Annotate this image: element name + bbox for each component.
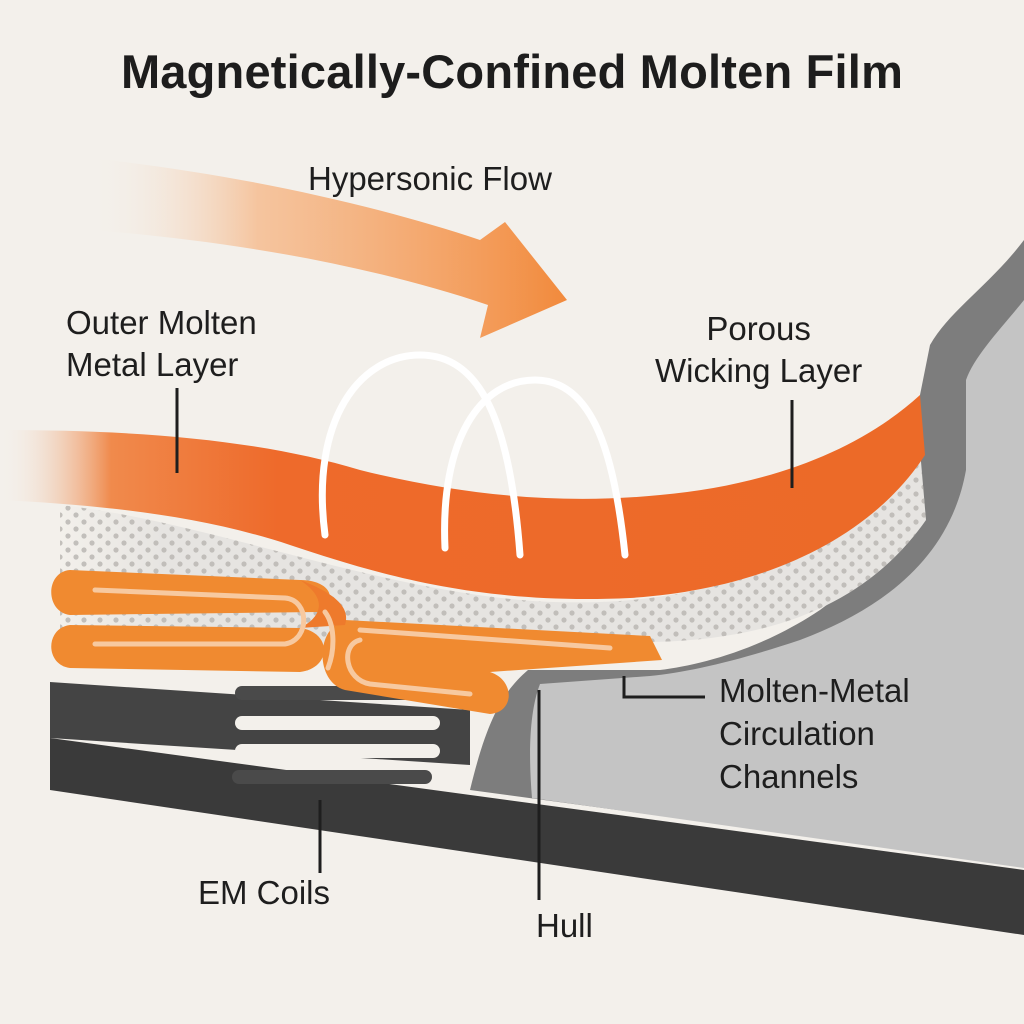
hull-inner-body xyxy=(530,300,1024,868)
field-line-arc xyxy=(441,376,629,559)
label-line: Circulation xyxy=(719,715,875,752)
coil-bar xyxy=(232,770,432,784)
channels-group xyxy=(51,570,662,714)
channel-connector xyxy=(300,580,347,628)
label-line: Porous xyxy=(706,310,811,347)
label-line: Molten-Metal xyxy=(719,672,910,709)
label-line: Channels xyxy=(719,758,859,795)
channel-core-lines xyxy=(92,587,613,697)
page-title: Magnetically-Confined Molten Film xyxy=(120,45,904,98)
label-hull: Hull xyxy=(536,907,593,944)
coil-bar xyxy=(235,744,440,758)
outer-molten-layer xyxy=(0,395,925,600)
channel-lower-left xyxy=(51,625,324,672)
coil-bar xyxy=(235,716,440,730)
label-line: Outer Molten xyxy=(66,304,257,341)
label-hypersonic-flow: Hypersonic Flow xyxy=(308,160,552,197)
leader-channels xyxy=(622,676,705,699)
leader-lines xyxy=(175,388,794,900)
hull-group xyxy=(50,240,1024,935)
field-line-arc xyxy=(318,351,524,559)
label-em-coils: EM Coils xyxy=(198,874,331,911)
label-line: Wicking Layer xyxy=(655,352,863,389)
label-porous-wicking-layer: Porous Wicking Layer xyxy=(655,308,862,392)
label-outer-molten-metal-layer: Outer Molten Metal Layer xyxy=(66,302,257,386)
hypersonic-flow-arrow xyxy=(90,158,567,338)
label-molten-metal-circulation-channels: Molten-Metal Circulation Channels xyxy=(719,669,910,798)
magnetic-field-lines xyxy=(318,351,629,559)
hull-base-plate xyxy=(50,738,1024,935)
label-line: Metal Layer xyxy=(66,346,239,383)
